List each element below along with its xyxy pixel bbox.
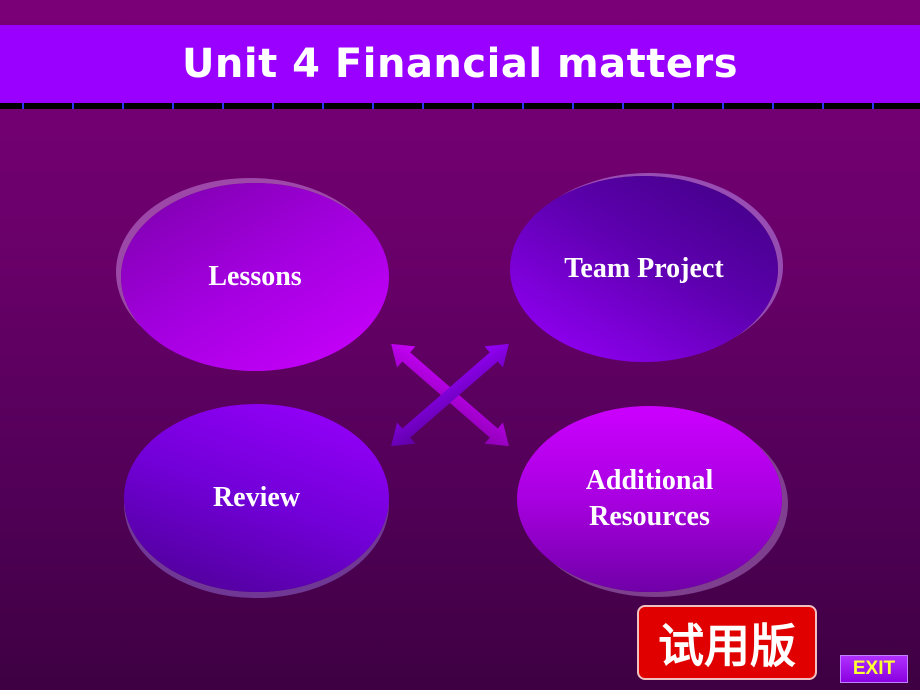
additional-resources-label: Additional Resources [586,463,714,535]
page-title: Unit 4 Financial matters [181,41,739,87]
title-bar: Unit 4 Financial matters [0,25,920,103]
team-project-label: Team Project [564,253,724,284]
review-button[interactable]: Review [124,404,389,592]
exit-button[interactable]: EXIT [840,655,908,683]
review-label: Review [212,482,301,513]
additional-label-line1: Additional [585,465,714,496]
additional-resources-button[interactable]: Additional Resources [517,406,782,592]
title-divider [0,103,920,109]
exit-label: EXIT [852,658,896,679]
trial-version-badge: 试用版 [637,605,817,680]
lessons-label: Lessons [208,261,302,292]
cross-arrows-icon [391,343,509,447]
lessons-button[interactable]: Lessons [121,183,389,371]
trial-version-label: 试用版 [658,618,796,673]
additional-label-line2: Resources [589,501,710,532]
team-project-button[interactable]: Team Project [510,176,778,362]
